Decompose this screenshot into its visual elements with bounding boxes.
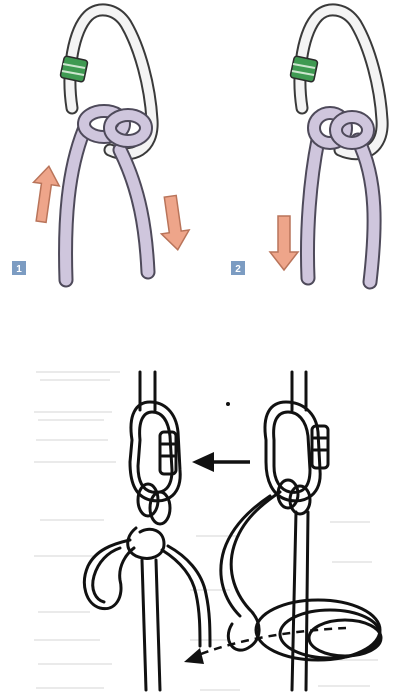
step-badge-2: 2 — [231, 261, 245, 275]
panel-step-1: 1 — [12, 10, 192, 280]
scan-background — [34, 372, 378, 690]
bottom-illustration — [34, 372, 381, 690]
rope-2 — [307, 113, 374, 282]
transition-arrow-icon — [192, 452, 250, 472]
step-label-2: 2 — [235, 264, 241, 275]
step-label-1: 1 — [16, 264, 22, 275]
speck — [226, 402, 230, 406]
rope-1 — [66, 111, 148, 280]
pull-down-arrow-2 — [270, 216, 298, 270]
panel-step-2: 2 — [231, 10, 382, 282]
pull-up-arrow — [28, 164, 62, 223]
gate-lock-band-1 — [60, 56, 88, 83]
gate-lock-band-2 — [290, 56, 318, 83]
step-badge-1: 1 — [12, 261, 26, 275]
pull-down-arrow — [156, 194, 191, 251]
